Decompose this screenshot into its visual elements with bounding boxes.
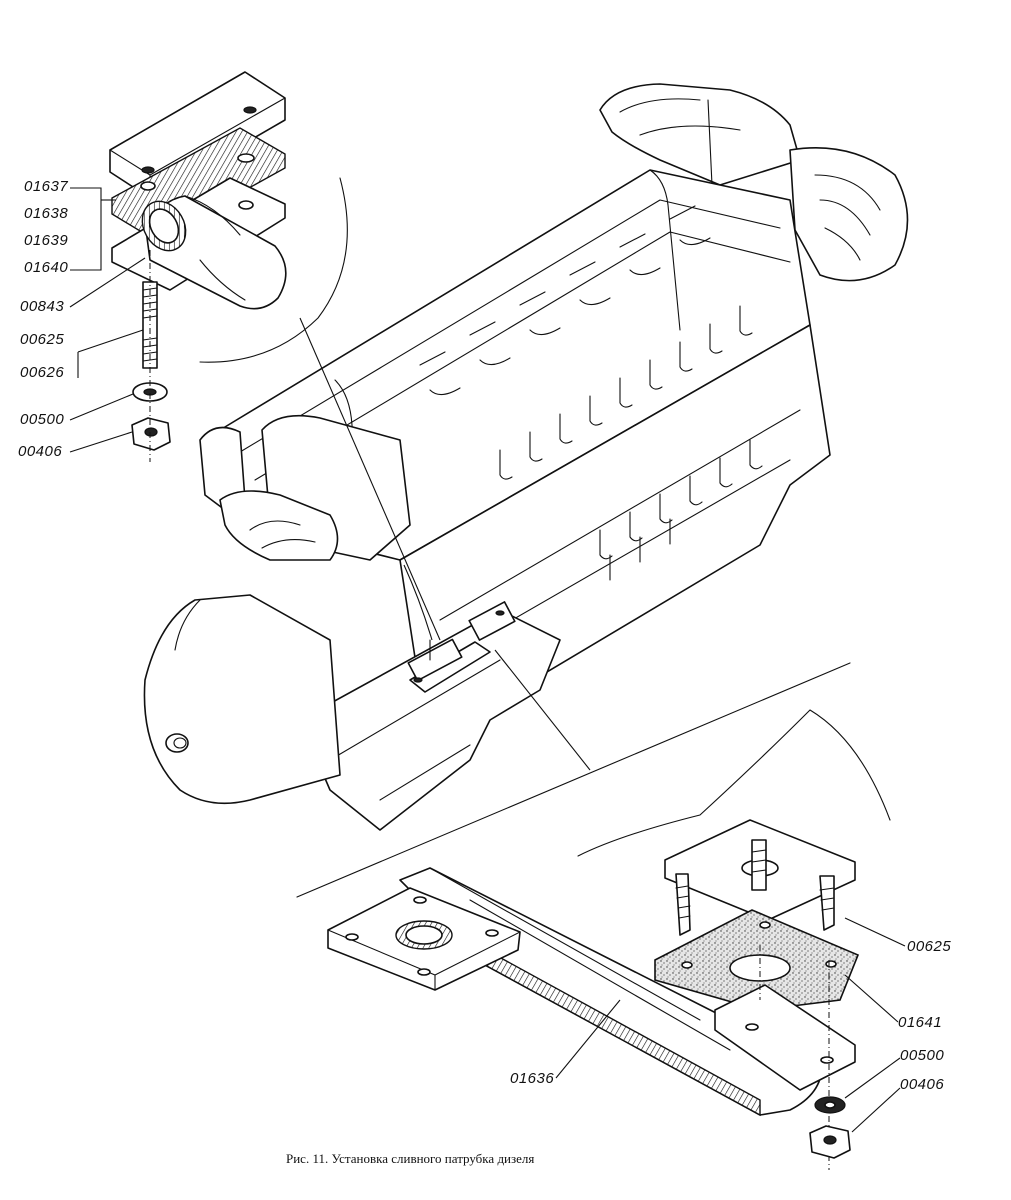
receiver-plug [165,733,189,753]
lower-stud-center [751,839,767,891]
figure-caption: Рис. 11. Установка сливного патрубка диз… [286,1151,535,1166]
label-01638: 01638 [24,205,69,222]
air-receiver-tank [143,594,341,805]
label-01641: 01641 [898,1014,943,1031]
label-00625-upper: 00625 [20,331,65,348]
label-01636: 01636 [510,1070,555,1087]
engine-oil-pan [299,609,561,831]
turbo-housing-right [789,147,909,282]
lower-stud-right [819,875,835,931]
label-01639: 01639 [24,232,69,249]
pipe-flange-right [714,984,856,1091]
lower-detail-inset [296,662,906,1170]
lower-stud-left [675,873,691,936]
upper-mounting-block [109,71,286,199]
label-00625-lower: 00625 [907,938,952,955]
lower-inset-boundary [296,662,851,898]
upper-detail-inset [69,71,348,462]
label-01637: 01637 [24,178,69,195]
turbocharger [599,83,801,186]
label-00500-lower: 00500 [900,1047,945,1064]
label-00626: 00626 [20,364,65,381]
label-00500-upper: 00500 [20,411,65,428]
engine-body [143,83,909,831]
label-00406-lower: 00406 [900,1076,945,1093]
upper-inset-boundary-arc [199,177,348,363]
label-00406-upper: 00406 [18,443,63,460]
label-01640: 01640 [24,259,69,276]
exhaust-elbow-lower [219,490,339,561]
label-00843: 00843 [20,298,65,315]
